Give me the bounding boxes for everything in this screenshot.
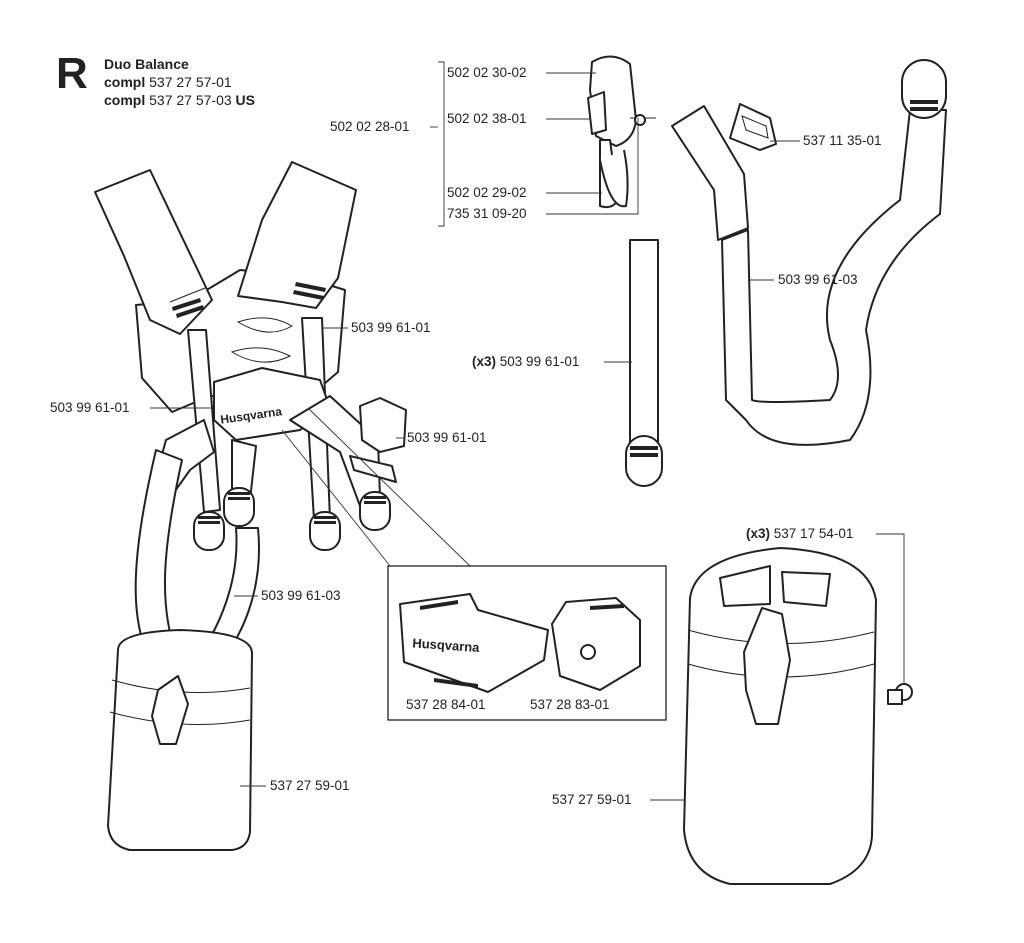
label-straight-strap-qty: (x3) — [472, 354, 497, 369]
label-screw-qty: (x3) — [746, 526, 771, 541]
label-bag-left[interactable]: 537 27 59-01 — [270, 778, 350, 793]
label-bracket-assembly[interactable]: 502 02 28-01 — [330, 119, 410, 134]
left-bag-drawing — [107, 629, 253, 851]
label-inset-pad-left[interactable]: 537 28 84-01 — [406, 697, 486, 712]
curved-strap-drawing — [671, 59, 947, 446]
harness-right-shoulder-strap — [237, 161, 357, 309]
harness-drawing: Husqvarna — [94, 161, 407, 673]
label-inset-pad-right[interactable]: 537 28 83-01 — [530, 697, 610, 712]
label-harness-left[interactable]: 503 99 61-01 — [50, 400, 130, 415]
header-line1-number: 537 27 57-01 — [149, 74, 232, 90]
label-bag-right[interactable]: 537 27 59-01 — [552, 792, 632, 807]
inset-brand-text: Husqvarna — [412, 635, 481, 655]
header-line1-prefix: compl — [104, 74, 146, 90]
label-bracket-item-2[interactable]: 502 02 38-01 — [447, 111, 527, 126]
harness-side-clip — [359, 397, 407, 453]
label-straight-strap[interactable]: (x3) 503 99 61-01 — [472, 354, 579, 370]
inset-box-drawing: Husqvarna — [387, 565, 667, 721]
label-harness-strap[interactable]: 503 99 61-03 — [261, 588, 341, 603]
label-bracket-item-4[interactable]: 735 31 09-20 — [447, 206, 527, 221]
label-screw[interactable]: (x3) 537 17 54-01 — [746, 526, 853, 542]
harness-left-shoulder-strap — [94, 169, 213, 335]
buckle-drawing — [729, 103, 777, 151]
label-straight-strap-number: 503 99 61-01 — [499, 354, 580, 369]
harness-long-strap — [134, 449, 183, 661]
header-line-2: compl 537 27 57-03 US — [104, 92, 255, 109]
right-bag-drawing — [683, 547, 913, 885]
straight-strap-drawing — [625, 239, 663, 487]
label-screw-number: 537 17 54-01 — [773, 526, 854, 541]
label-harness-right[interactable]: 503 99 61-01 — [407, 430, 487, 445]
label-bracket-item-3[interactable]: 502 02 29-02 — [447, 185, 527, 200]
header-line2-number: 537 27 57-03 — [149, 92, 232, 108]
header-line-1: compl 537 27 57-01 — [104, 74, 232, 91]
label-bracket-item-1[interactable]: 502 02 30-02 — [447, 65, 527, 80]
label-curved-strap[interactable]: 503 99 61-03 — [778, 272, 858, 287]
leader-lines — [150, 61, 905, 801]
section-letter: R — [56, 49, 88, 98]
label-buckle[interactable]: 537 11 35-01 — [803, 133, 882, 148]
header-title-text: Duo Balance — [104, 56, 189, 72]
label-harness-top[interactable]: 503 99 61-01 — [351, 320, 431, 335]
header-line2-suffix: US — [235, 92, 255, 108]
header-title: Duo Balance — [104, 56, 189, 73]
header-line2-prefix: compl — [104, 92, 146, 108]
bracket-drawing — [587, 55, 656, 209]
